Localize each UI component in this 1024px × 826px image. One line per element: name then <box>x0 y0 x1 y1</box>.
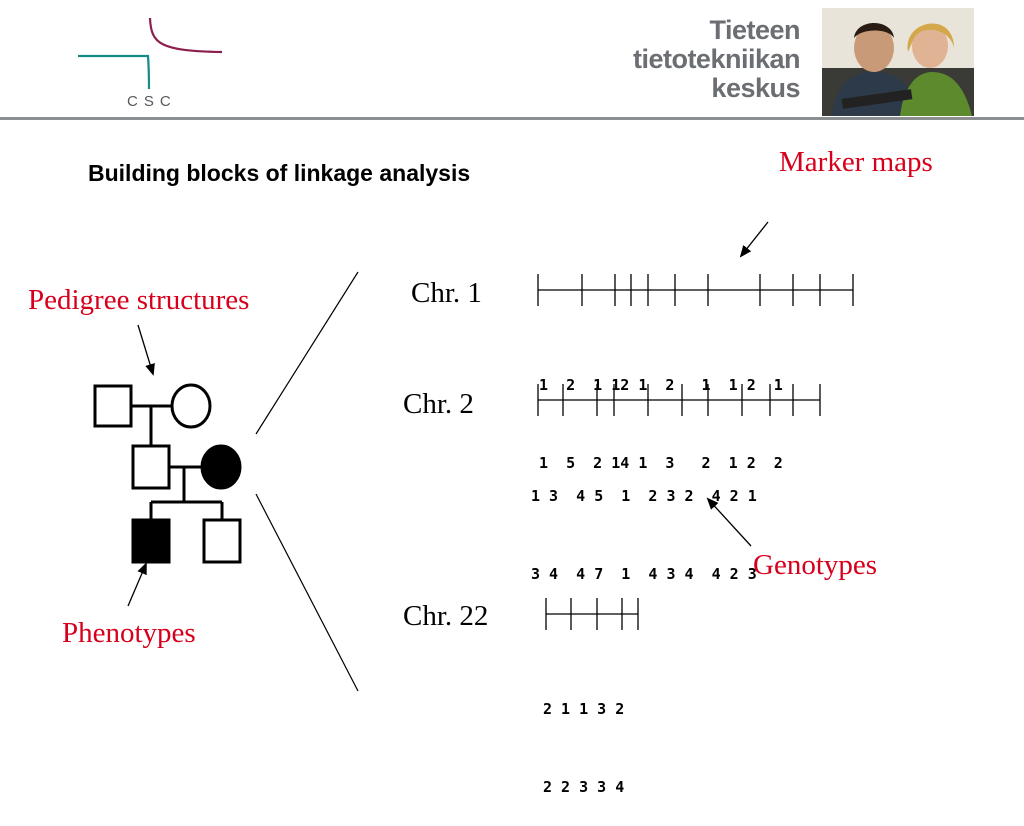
genotype-row: 1 5 2 14 1 3 2 1 2 2 <box>539 454 783 472</box>
brand-line-2: tietotekniikan <box>632 44 801 74</box>
pedigree-male-unaffected <box>202 518 242 564</box>
people-photo-icon <box>822 8 974 116</box>
pedigree-male-unaffected <box>131 444 171 490</box>
zoom-line-top <box>255 271 359 435</box>
genotype-block-chr1: 1 2 1 12 1 2 1 1 2 1 1 5 2 14 1 3 2 1 2 … <box>539 320 783 502</box>
brand-line-3: keskus <box>711 73 800 103</box>
diagram-canvas <box>78 17 223 90</box>
genotype-row: 2 1 1 3 2 <box>543 700 625 718</box>
pedigree-male-unaffected <box>93 384 133 428</box>
header-divider <box>0 117 1024 120</box>
pedigree-female-affected <box>200 444 242 490</box>
marker-map-chr2 <box>537 384 821 416</box>
pedigree-female-unaffected <box>170 383 212 429</box>
label-pedigree-structures: Pedigree structures <box>28 284 250 316</box>
marker-map-chr1 <box>537 274 854 306</box>
slide-title: Building blocks of linkage analysis <box>88 160 471 186</box>
genotype-row: 2 2 3 3 4 <box>543 778 625 796</box>
genotype-block-chr2: 1 3 4 5 1 2 3 2 4 2 1 3 4 4 7 1 4 3 4 4 … <box>531 431 757 613</box>
arrow-phenotypes <box>127 562 147 607</box>
brand-text: Tieteen tietotekniikan keskus <box>590 15 801 103</box>
arrow-marker-maps <box>739 221 769 258</box>
zoom-line-bottom <box>255 493 359 692</box>
label-marker-maps: Marker maps <box>779 146 933 178</box>
pedigree-male-affected <box>131 518 171 564</box>
brand-line-1: Tieteen <box>709 15 800 45</box>
csc-logo-mark <box>78 17 223 90</box>
arrow-pedigree <box>137 324 155 376</box>
diagram-shapes <box>93 221 854 692</box>
genotype-row: 3 4 4 7 1 4 3 4 4 2 3 <box>531 565 757 583</box>
genotype-row: 1 3 4 5 1 2 3 2 4 2 1 <box>531 487 757 505</box>
logo-text: CSC <box>127 93 177 110</box>
chromosome-label-22: Chr. 22 <box>403 600 489 632</box>
pedigree-chart <box>93 383 242 564</box>
chromosome-label-2: Chr. 2 <box>403 388 474 420</box>
label-phenotypes: Phenotypes <box>62 617 196 649</box>
genotype-row: 1 2 1 12 1 2 1 1 2 1 <box>539 376 783 394</box>
arrow-genotypes <box>706 497 752 547</box>
label-genotypes: Genotypes <box>753 549 878 581</box>
chromosome-label-1: Chr. 1 <box>411 277 482 309</box>
marker-map-chr22 <box>545 598 639 630</box>
